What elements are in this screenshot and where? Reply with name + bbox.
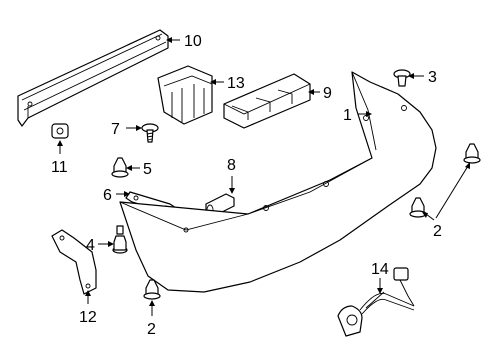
part-12-side-bracket xyxy=(51,229,97,295)
part-1-bumper-fascia xyxy=(119,71,437,293)
callout-14: 14 xyxy=(371,261,389,278)
part-9-absorber xyxy=(223,73,311,129)
callout-10: 10 xyxy=(184,33,202,50)
callout-2-right: 2 xyxy=(433,223,442,240)
part-11-clip-nut xyxy=(51,123,69,139)
callout-7: 7 xyxy=(111,121,120,138)
part-5-clip xyxy=(111,157,129,178)
part-2-clip-bottom xyxy=(143,279,161,300)
callout-5: 5 xyxy=(143,161,152,178)
callout-6: 6 xyxy=(103,187,112,204)
part-10-reinforcement-rail xyxy=(17,29,169,127)
part-14-wiring-harness xyxy=(337,267,415,337)
callout-11: 11 xyxy=(51,159,68,176)
part-4-bolt xyxy=(112,225,128,254)
callout-4: 4 xyxy=(86,237,95,254)
callout-8: 8 xyxy=(227,157,236,174)
part-7-screw xyxy=(141,123,159,143)
callout-1: 1 xyxy=(343,107,352,124)
callout-12: 12 xyxy=(79,309,97,326)
leader-lines xyxy=(57,37,470,316)
callout-13: 13 xyxy=(227,75,245,92)
callout-3: 3 xyxy=(428,69,437,86)
callout-2-bottom: 2 xyxy=(147,321,156,338)
part-3-clip xyxy=(393,69,411,87)
part-13-bracket xyxy=(157,65,213,125)
callout-9: 9 xyxy=(323,85,332,102)
